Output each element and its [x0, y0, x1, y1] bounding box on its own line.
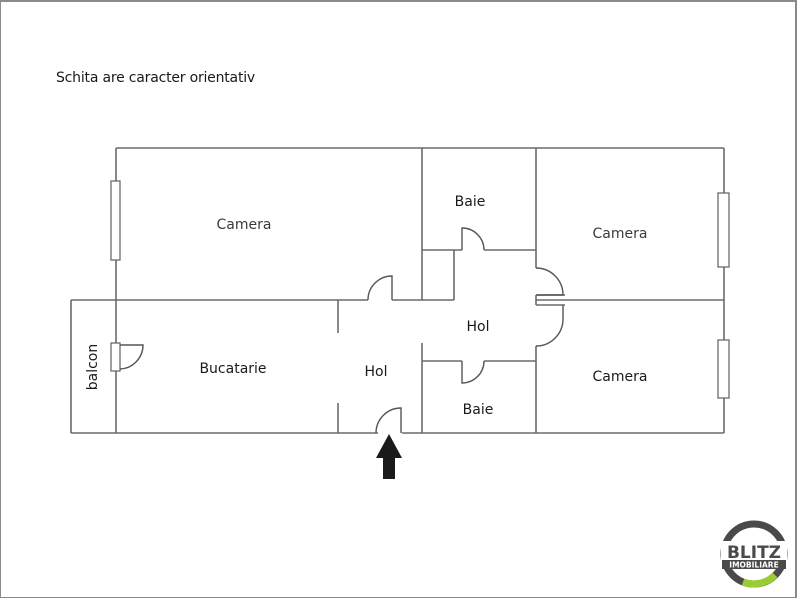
room-label-camera-top-right: Camera: [593, 226, 648, 242]
balcony-door-frame: [110, 342, 121, 372]
windows: [110, 180, 730, 399]
room-label-camera-top-left: Camera: [217, 217, 272, 233]
door-balcony: [119, 344, 144, 370]
door-entrance: [375, 407, 402, 434]
door-baie-top: [461, 227, 485, 251]
room-label-baie-top: Baie: [455, 194, 486, 210]
arrow-up-icon: [376, 434, 402, 479]
room-label-hol-left: Hol: [365, 364, 388, 380]
blitz-logo: BLITZ IMOBILIARE: [720, 520, 788, 588]
room-label-hol-center: Hol: [467, 319, 490, 335]
room-label-baie-bottom: Baie: [463, 402, 494, 418]
room-label-bucatarie: Bucatarie: [199, 361, 266, 377]
room-label-balcon: balcon: [85, 344, 101, 391]
door-baie-bottom: [461, 360, 485, 384]
window-camera-top-right: [717, 192, 730, 268]
disclaimer-note: Schita are caracter orientativ: [56, 70, 256, 86]
window-camera-bottom-right: [717, 339, 730, 399]
window-camera-left: [110, 180, 121, 261]
logo-text-blitz: BLITZ: [727, 543, 781, 563]
logo-text-imobiliare: IMOBILIARE: [729, 561, 778, 570]
door-camera-bottom-right: [535, 305, 564, 347]
room-label-camera-bottom-right: Camera: [593, 369, 648, 385]
door-camera-top-right: [535, 267, 564, 296]
doors: [110, 227, 564, 434]
door-camera-hol: [367, 275, 393, 301]
walls: [70, 147, 725, 434]
